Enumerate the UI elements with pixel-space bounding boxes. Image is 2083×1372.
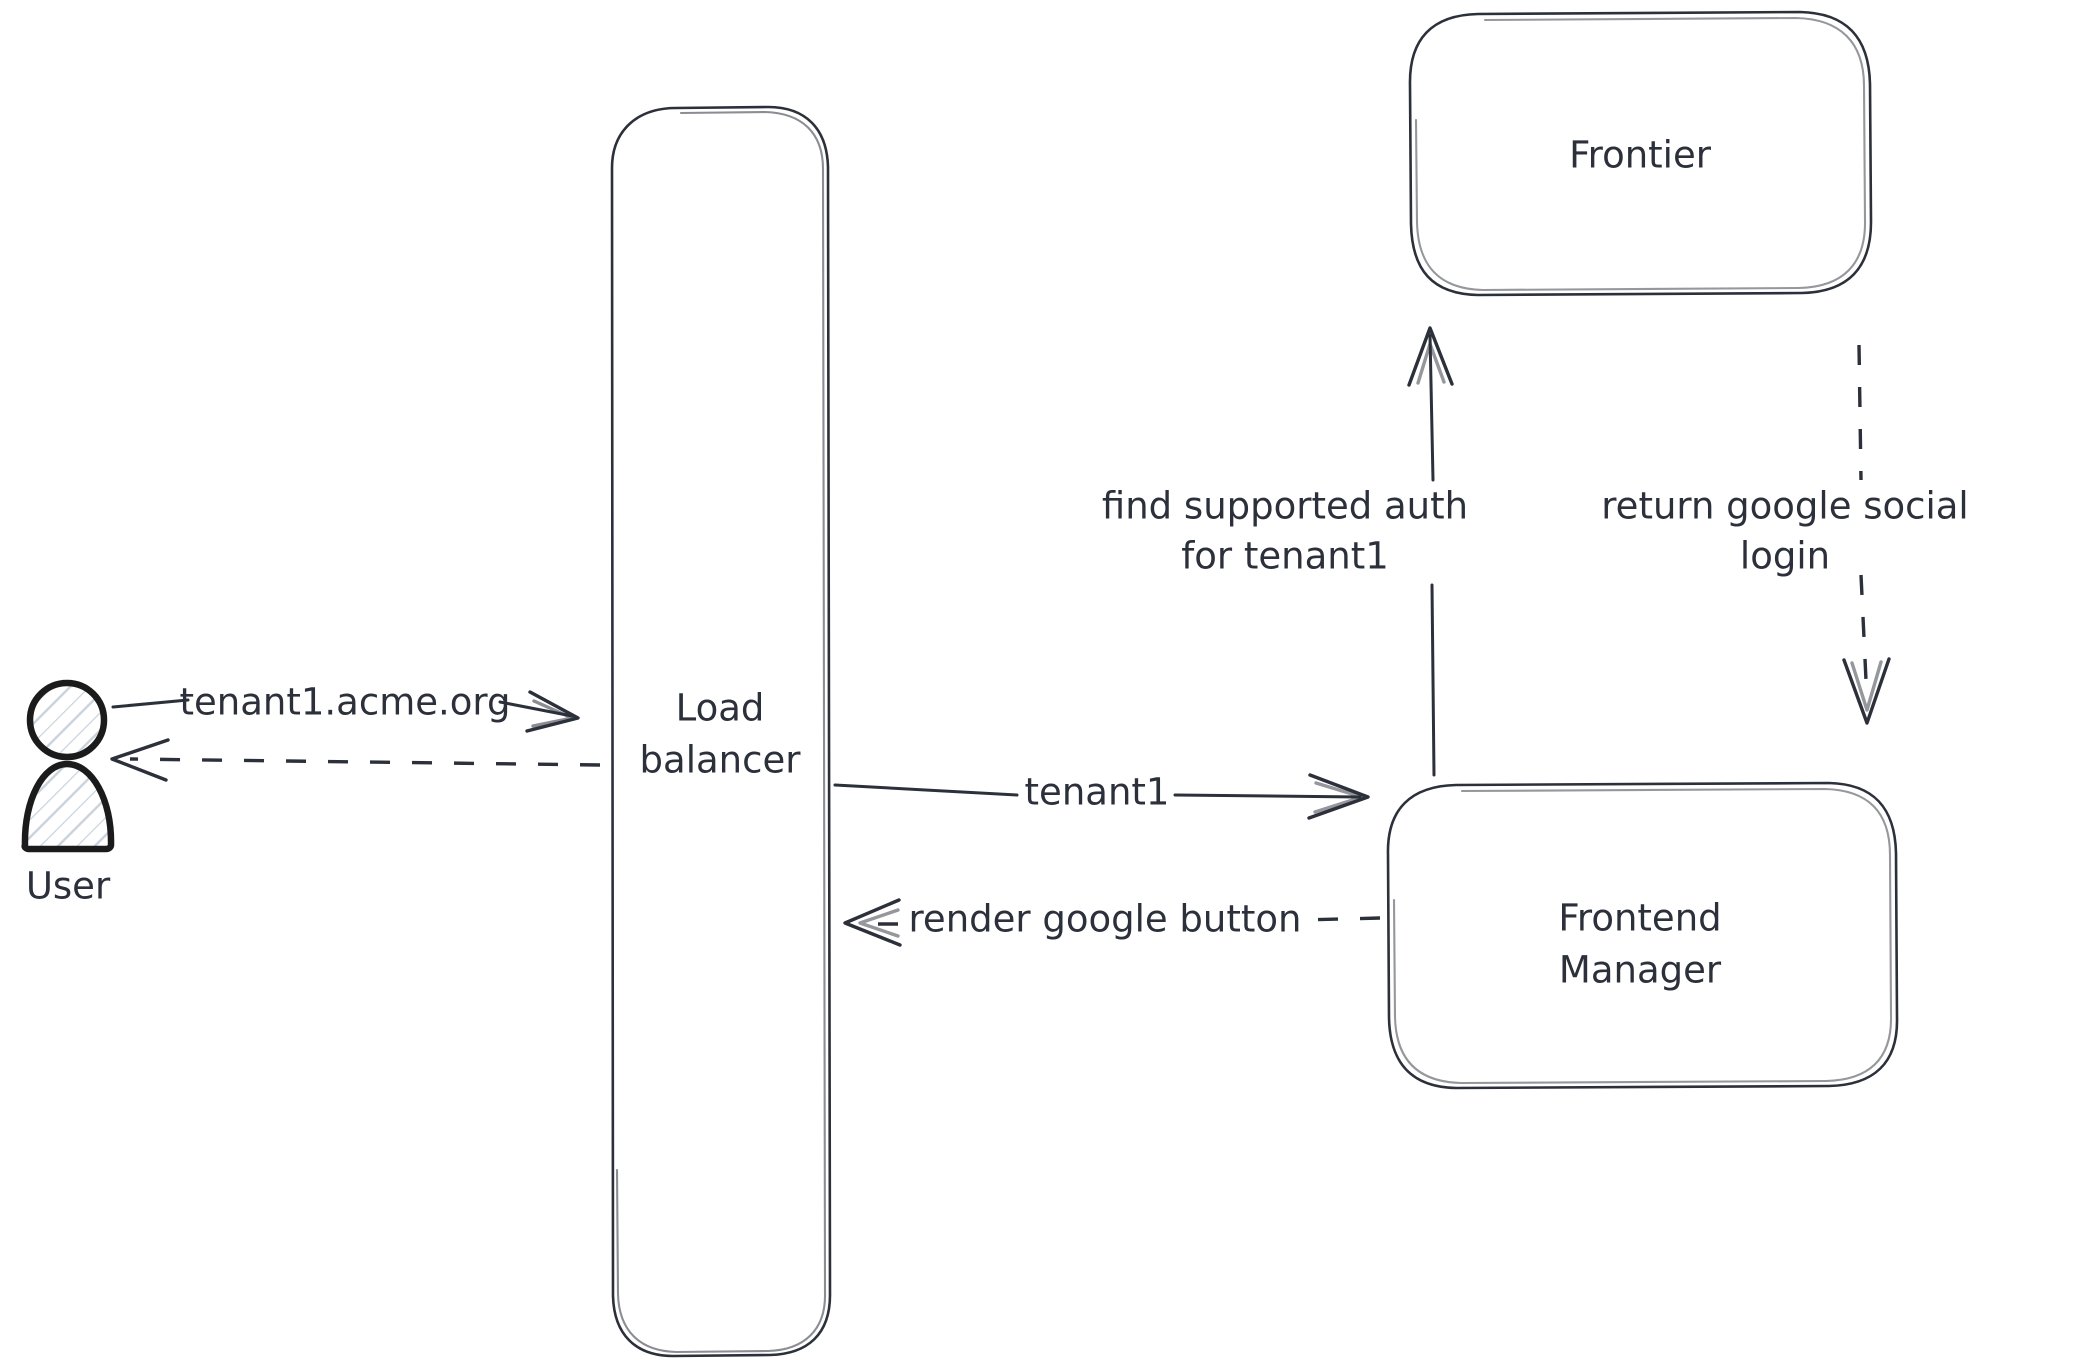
edge-frontend-manager-to-frontier: find supported auth for tenant1: [1102, 326, 1468, 777]
actor-user-label: User: [26, 865, 111, 908]
node-frontend-manager-label-line1: Frontend: [1558, 897, 1721, 940]
edge-label-find-supported-auth-line2: for tenant1: [1181, 535, 1389, 578]
edge-load-balancer-to-user: [110, 738, 601, 782]
edge-label-tenant1: tenant1: [1025, 771, 1170, 814]
edge-user-to-load-balancer: tenant1.acme.org: [111, 681, 580, 733]
node-frontend-manager[interactable]: Frontend Manager: [1386, 781, 1899, 1090]
edge-frontend-manager-to-load-balancer: render google button: [843, 898, 1381, 947]
node-load-balancer-label-line1: Load: [676, 687, 765, 730]
edge-label-render-google-button: render google button: [909, 898, 1302, 941]
actor-user: User: [21, 679, 115, 908]
edge-label-tenant1-acme-org: tenant1.acme.org: [180, 681, 511, 724]
node-frontend-manager-label-line2: Manager: [1559, 949, 1722, 992]
edge-label-return-google-social-line2: login: [1740, 535, 1830, 578]
node-load-balancer[interactable]: Load balancer: [610, 105, 832, 1358]
node-frontier-label: Frontier: [1569, 134, 1712, 177]
node-load-balancer-label-line2: balancer: [640, 739, 802, 782]
edge-frontier-to-frontend-manager: return google social login: [1601, 344, 1969, 725]
node-frontier[interactable]: Frontier: [1408, 10, 1873, 297]
person-icon: [21, 679, 115, 853]
edge-label-return-google-social-line1: return google social: [1601, 485, 1968, 528]
edge-load-balancer-to-frontend-manager: tenant1: [833, 771, 1370, 820]
edge-label-find-supported-auth-line1: find supported auth: [1102, 485, 1468, 528]
